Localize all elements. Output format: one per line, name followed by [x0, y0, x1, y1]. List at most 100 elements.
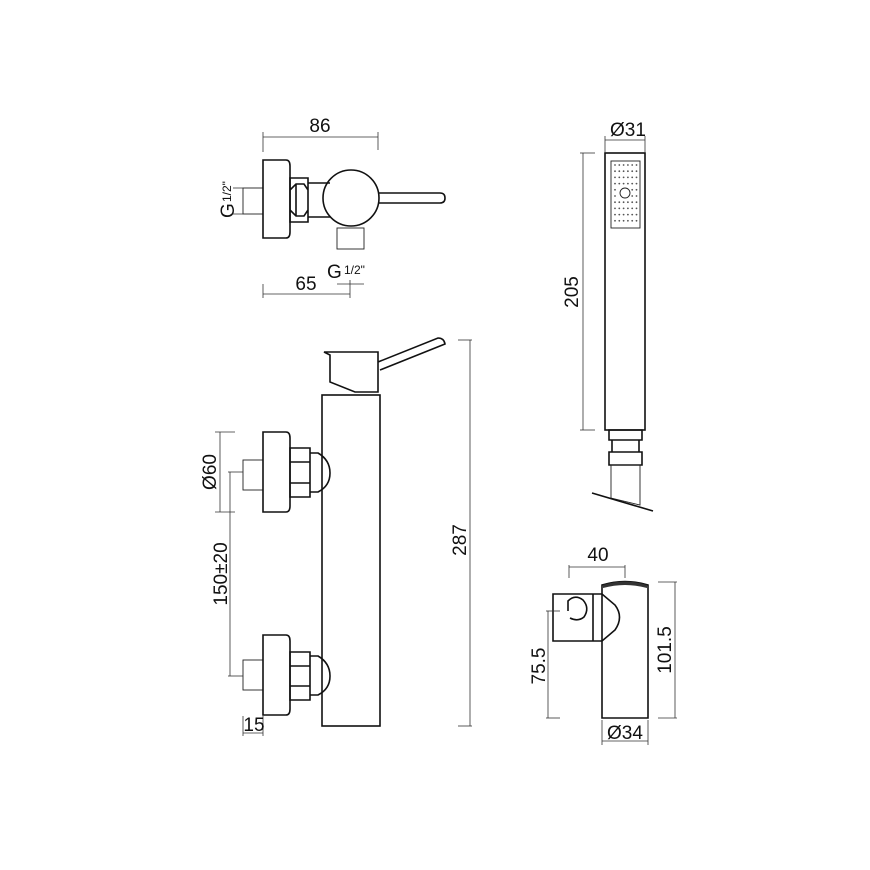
nozzle-dot	[635, 170, 638, 173]
nozzle-dot	[635, 182, 638, 185]
nozzle-dot	[631, 201, 634, 204]
dimension-287: 287	[450, 339, 472, 727]
upper-connection	[242, 431, 331, 513]
dimension-75-5: 75.5	[529, 610, 560, 719]
dim-label-287: 287	[450, 524, 471, 556]
outlet-thread	[336, 227, 365, 250]
nozzle-dot	[627, 176, 629, 179]
nozzle-dot	[631, 164, 634, 166]
hex-nut	[289, 177, 309, 223]
nozzle-dot	[614, 195, 616, 197]
nozzle-dot	[622, 219, 625, 222]
mixer-body	[321, 394, 381, 727]
thread-size-label: 1/2"	[220, 181, 234, 202]
dim-label-101-5: 101.5	[655, 626, 676, 674]
dimension-15: 15	[242, 715, 265, 736]
holder-cap	[603, 581, 647, 588]
hand-shower: Ø31 205	[562, 120, 654, 512]
nozzle-dot	[618, 207, 621, 210]
nozzle-dot	[627, 213, 629, 216]
inlet-thread-label: G 1/2"	[218, 181, 239, 218]
nozzle-dot	[631, 195, 634, 197]
front-view: Ø60 150±20 287 15	[200, 337, 472, 736]
dim-label-75-5: 75.5	[529, 648, 550, 685]
nozzle-dot	[618, 201, 621, 204]
nozzle-dot	[631, 188, 634, 191]
dim-label-ø34: Ø34	[607, 723, 643, 744]
nozzle-dot	[622, 201, 625, 204]
nozzle-dot	[627, 201, 629, 204]
nozzle-dot	[622, 182, 625, 185]
nozzle-dot	[614, 182, 616, 185]
connector	[308, 182, 330, 218]
nozzle-dot	[618, 164, 621, 166]
dim-label-ø60: Ø60	[200, 454, 221, 490]
dimension-65: 65	[262, 274, 351, 298]
nozzle-dot	[635, 195, 638, 197]
dimension-ø60: Ø60	[200, 431, 235, 513]
nozzle-dot	[635, 213, 638, 216]
nozzle-dot	[635, 207, 638, 210]
nozzle-dot	[627, 182, 629, 185]
hose-section	[610, 464, 641, 506]
dimension-150: 150±20	[211, 471, 243, 677]
mixer-cartridge-lever	[323, 337, 446, 393]
nozzle-dot	[627, 170, 629, 173]
spray-nozzles	[614, 164, 638, 222]
nozzle-dot	[635, 201, 638, 204]
nozzle-dot	[635, 188, 638, 191]
break-line	[591, 492, 654, 512]
nozzle-dot	[622, 164, 625, 166]
nozzle-dot	[622, 170, 625, 173]
nozzle-dot	[627, 219, 629, 222]
spray-center-icon	[619, 187, 631, 199]
shower-holder: 40 75.5 101.5 Ø34	[529, 545, 677, 745]
hook-icon	[567, 596, 588, 621]
dimension-86: 86	[262, 116, 379, 152]
outlet-thread-g-label: G	[327, 262, 342, 283]
outlet-thread-size-label: 1/2"	[344, 263, 365, 277]
nozzle-dot	[635, 219, 638, 222]
holder-body	[601, 580, 649, 719]
nozzle-dot	[614, 219, 616, 222]
lever-handle	[379, 192, 446, 204]
nozzle-dot	[635, 164, 638, 166]
nozzle-dot	[618, 182, 621, 185]
dimension-ø31: Ø31	[604, 120, 646, 153]
dimension-ø34: Ø34	[601, 720, 649, 745]
dimension-40: 40	[568, 545, 626, 578]
nozzle-dot	[631, 182, 634, 185]
nozzle-dot	[614, 170, 616, 173]
inlet-thread	[242, 187, 264, 215]
nozzle-dot	[614, 188, 616, 191]
dim-label-205: 205	[562, 276, 583, 308]
nozzle-dot	[631, 170, 634, 173]
nozzle-dot	[622, 176, 625, 179]
hose-connector	[608, 429, 643, 466]
nozzle-dot	[631, 219, 634, 222]
dim-label-15: 15	[243, 715, 264, 736]
dim-label-150: 150±20	[211, 542, 232, 605]
nozzle-dot	[614, 213, 616, 216]
spray-face	[610, 160, 641, 229]
dim-label-86: 86	[309, 116, 330, 137]
nozzle-dot	[618, 170, 621, 173]
nozzle-dot	[631, 213, 634, 216]
nozzle-dot	[618, 176, 621, 179]
dim-label-65: 65	[295, 274, 316, 295]
thread-g-label: G	[218, 203, 239, 218]
nozzle-dot	[631, 176, 634, 179]
nozzle-dot	[622, 213, 625, 216]
dim-label-40: 40	[587, 545, 608, 566]
wall-plate	[262, 159, 291, 239]
lower-connection	[242, 634, 331, 716]
nozzle-dot	[631, 207, 634, 210]
top-view: 86 G 1/2" G 1/2" 65	[218, 116, 446, 298]
nozzle-dot	[614, 164, 616, 166]
holder-bracket	[552, 593, 621, 642]
nozzle-dot	[627, 164, 629, 166]
nozzle-dot	[614, 201, 616, 204]
dim-label-ø31: Ø31	[610, 120, 646, 141]
